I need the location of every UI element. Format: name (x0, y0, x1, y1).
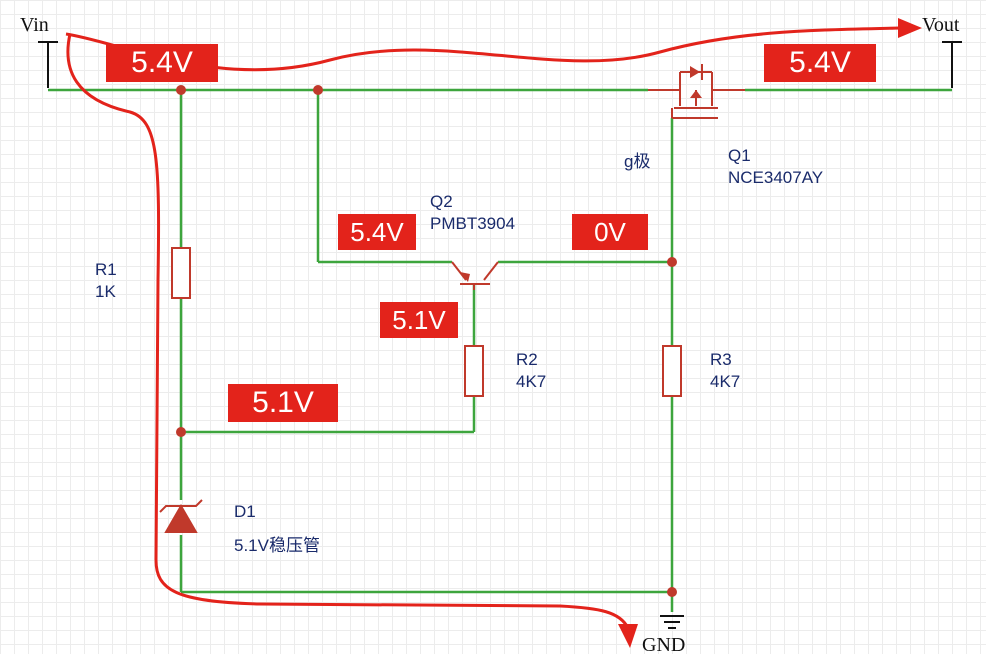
ground-symbol (660, 615, 684, 629)
q2-npn-transistor (451, 261, 499, 290)
q2-ref: Q2 (430, 192, 453, 211)
voltage-badge-zener: 5.1V (228, 384, 338, 422)
d1-value: 5.1V稳压管 (234, 536, 320, 555)
junction-dot (667, 257, 677, 267)
voltage-badge-vout: 5.4V (764, 44, 876, 82)
r2-ref: R2 (516, 350, 538, 369)
voltage-badge-q1-gate: 0V (572, 214, 648, 250)
d1-zener-diode (159, 499, 203, 533)
vout-label: Vout (922, 14, 960, 36)
voltage-badge-vin: 5.4V (106, 44, 218, 82)
r2-value: 4K7 (516, 372, 547, 391)
vout-terminal (942, 41, 962, 88)
q1-pmos-transistor (648, 64, 745, 119)
voltage-badge-q2-base: 5.1V (380, 302, 458, 338)
gnd-label: GND (642, 634, 686, 654)
r1-ref: R1 (95, 260, 117, 279)
r3-resistor (662, 345, 682, 397)
junction-dot (176, 85, 186, 95)
junction-dot (313, 85, 323, 95)
junction-dot (176, 427, 186, 437)
voltage-badge-q2-emitter: 5.4V (338, 214, 416, 250)
r2-resistor (464, 345, 484, 397)
vin-label: Vin (20, 14, 49, 36)
q1-value: NCE3407AY (728, 168, 824, 187)
d1-ref: D1 (234, 502, 256, 521)
q2-value: PMBT3904 (430, 214, 516, 233)
r1-value: 1K (95, 282, 116, 301)
flow-arrow-ground (66, 33, 638, 648)
vin-terminal (38, 41, 58, 88)
r3-value: 4K7 (710, 372, 741, 391)
gate-label: g极 (624, 152, 651, 171)
r1-resistor (171, 247, 191, 299)
r3-ref: R3 (710, 350, 732, 369)
junction-dot (667, 587, 677, 597)
q1-ref: Q1 (728, 146, 751, 165)
